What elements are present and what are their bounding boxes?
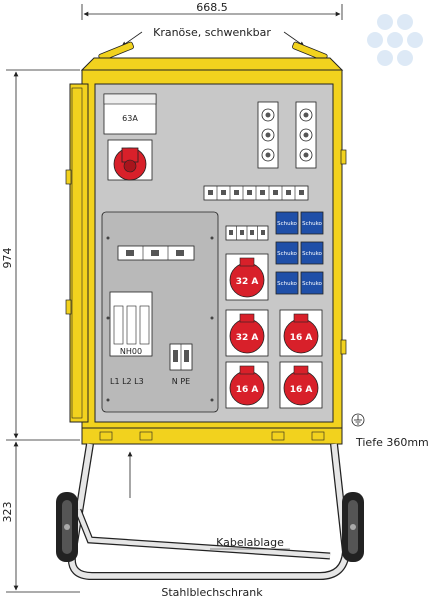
brand-logo-icon xyxy=(367,14,423,66)
svg-text:Schuko: Schuko xyxy=(277,251,297,257)
depth-value: Tiefe 360mm xyxy=(355,436,429,449)
cabinet-base xyxy=(81,427,343,445)
svg-text:32 A: 32 A xyxy=(236,333,259,343)
cee-socket-16a: 16 A xyxy=(225,361,269,409)
cee-socket-32a: 32 A xyxy=(225,253,269,301)
cee-socket-16a: 16 A xyxy=(279,361,323,409)
nh00-label: NH00 xyxy=(120,347,142,356)
cee-socket-32a: 32 A xyxy=(225,309,269,357)
breaker-row-middle xyxy=(225,225,269,241)
svg-text:16 A: 16 A xyxy=(290,333,313,343)
breaker-row-inner xyxy=(117,245,195,261)
width-dimension: 668.5 xyxy=(81,1,343,20)
cabinet-type-caption: Stahlblechschrank xyxy=(161,586,263,599)
svg-text:Schuko: Schuko xyxy=(277,281,297,287)
breaker-row-top xyxy=(203,185,309,201)
trolley-frame xyxy=(67,443,350,580)
schuko-socket: Schuko xyxy=(300,211,324,235)
cabinet-height-value: 974 xyxy=(1,248,14,269)
schuko-sockets: Schuko Schuko Schuko Schuko Schuko Schuk… xyxy=(275,211,324,295)
cee-sockets: 32 A 32 A 16 A 16 A 16 A xyxy=(225,253,323,409)
base-height-value: 323 xyxy=(1,502,14,523)
width-value: 668.5 xyxy=(196,1,228,14)
phase-label: L1 L2 L3 xyxy=(110,377,144,386)
n-pe-terminals: N PE xyxy=(169,343,193,386)
lifting-eye-annotation: Kranöse, schwenkbar xyxy=(121,26,305,47)
n-pe-label: N PE xyxy=(172,377,190,386)
svg-text:16 A: 16 A xyxy=(236,385,259,395)
main-switch-rating: 63A xyxy=(122,114,138,123)
svg-text:Schuko: Schuko xyxy=(277,221,297,227)
schuko-socket: Schuko xyxy=(300,271,324,295)
schuko-socket: Schuko xyxy=(275,271,299,295)
fuse-sockets-top xyxy=(257,101,317,169)
svg-text:Schuko: Schuko xyxy=(302,281,322,287)
cabinet-roof xyxy=(80,57,344,71)
lifting-eye-label: Kranöse, schwenkbar xyxy=(153,26,271,39)
height-dimensions: 974 323 xyxy=(1,69,80,593)
schuko-socket: Schuko xyxy=(300,241,324,265)
svg-text:Schuko: Schuko xyxy=(302,251,322,257)
svg-text:16 A: 16 A xyxy=(290,385,313,395)
wheel-right xyxy=(342,492,364,562)
cee-socket-16a: 16 A xyxy=(279,309,323,357)
schuko-socket: Schuko xyxy=(275,211,299,235)
svg-text:32 A: 32 A xyxy=(236,277,259,287)
wheel-left xyxy=(56,492,78,562)
earth-icon xyxy=(351,413,365,427)
schuko-socket: Schuko xyxy=(275,241,299,265)
cabinet-door-left xyxy=(69,83,89,423)
cable-tray-label: Kabelablage xyxy=(216,536,284,549)
nh00-fuse-holder: NH00 xyxy=(109,291,153,357)
svg-text:Schuko: Schuko xyxy=(302,221,322,227)
main-switch: 63A xyxy=(103,93,157,181)
